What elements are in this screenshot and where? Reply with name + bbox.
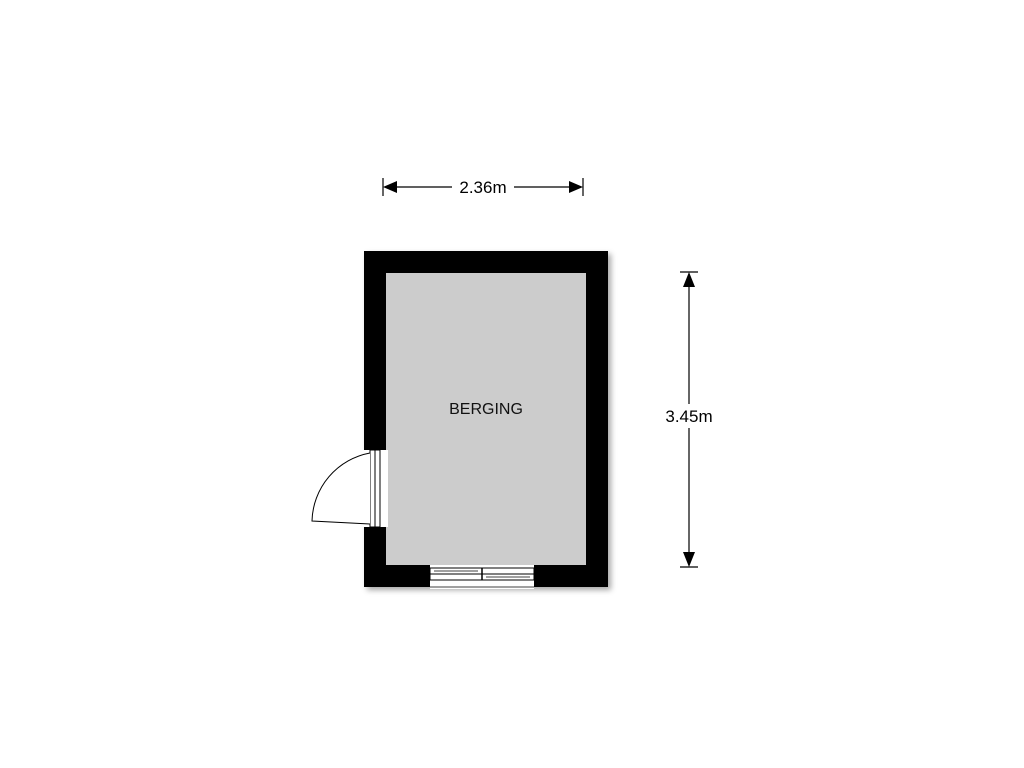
depth-arrow-up-icon: [683, 272, 695, 287]
width-dimension: 2.36m: [382, 178, 584, 197]
depth-dimension: 3.45m: [660, 271, 718, 568]
depth-label-backdrop: [660, 404, 718, 428]
door: [311, 449, 388, 528]
window: [429, 565, 535, 589]
room-floor: [386, 273, 586, 565]
width-dimension-label: 2.36m: [459, 178, 506, 197]
width-arrow-right-icon: [569, 181, 583, 193]
room-label: BERGING: [449, 401, 523, 418]
door-swing-arc-icon: [311, 452, 371, 525]
depth-arrow-down-icon: [683, 552, 695, 567]
width-arrow-left-icon: [383, 181, 397, 193]
depth-dimension-label: 3.45m: [665, 407, 712, 426]
